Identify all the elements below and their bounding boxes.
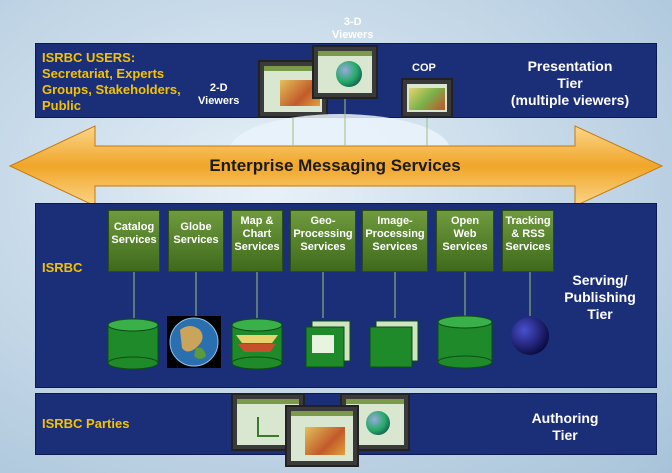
serving-tier-label: Serving/ Publishing Tier bbox=[564, 272, 636, 322]
isrbc-label: ISRBC bbox=[42, 260, 83, 275]
authoring-tier-label: Authoring Tier bbox=[531, 410, 599, 443]
image-processing-documents-icon bbox=[369, 320, 419, 368]
authoring-globe-thumbnail bbox=[366, 411, 390, 435]
earth-globe-icon bbox=[167, 316, 221, 368]
map-layers-database-icon bbox=[231, 318, 283, 370]
catalog-database-icon bbox=[107, 318, 159, 370]
geo-processing-services-box: Geo- Processing Services bbox=[290, 210, 356, 272]
cop-screen bbox=[401, 78, 453, 118]
tracking-rss-services-box: Tracking & RSS Services bbox=[502, 210, 554, 272]
open-web-services-box: Open Web Services bbox=[436, 210, 494, 272]
workflow-icon bbox=[257, 417, 279, 437]
image-processing-services-box: Image- Processing Services bbox=[362, 210, 428, 272]
cop-label: COP bbox=[412, 62, 436, 74]
globe-services-box: Globe Services bbox=[168, 210, 224, 272]
open-web-database-icon bbox=[437, 315, 493, 369]
cop-map-thumbnail bbox=[409, 88, 445, 110]
viewer-3d-screen bbox=[312, 45, 378, 99]
catalog-services-box: Catalog Services bbox=[108, 210, 160, 272]
geo-processing-documents-icon bbox=[305, 320, 351, 368]
authoring-screen-center bbox=[285, 405, 359, 467]
messaging-label: Enterprise Messaging Services bbox=[209, 156, 461, 175]
isrbc-users-label: ISRBC USERS: Secretariat, Experts Groups… bbox=[42, 50, 181, 113]
tracking-sphere-icon bbox=[511, 317, 549, 355]
viewers-2d-label: 2-D Viewers bbox=[198, 82, 240, 107]
map-chart-services-box: Map & Chart Services bbox=[231, 210, 283, 272]
authoring-map-thumbnail bbox=[305, 427, 345, 455]
messaging-arrow bbox=[8, 125, 664, 207]
isrbc-parties-label: ISRBC Parties bbox=[42, 416, 130, 431]
presentation-tier-label: Presentation Tier (multiple viewers) bbox=[510, 58, 630, 108]
viewers-3d-label: 3-D Viewers bbox=[332, 16, 374, 41]
globe-thumbnail bbox=[336, 61, 362, 87]
